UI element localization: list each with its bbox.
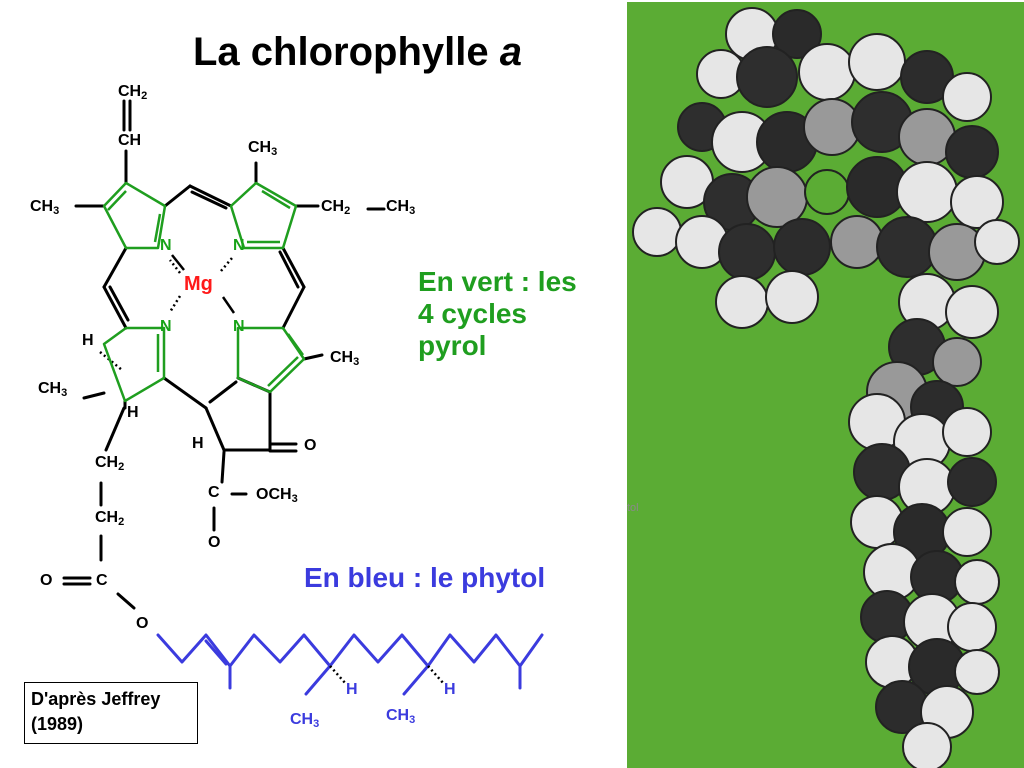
- title-text: La chlorophylle: [193, 30, 489, 74]
- label-ch3-ethyl: CH3: [386, 198, 416, 217]
- label-o-carbonyl: O: [40, 572, 53, 589]
- label-ch3-phytol2: CH3: [386, 707, 416, 726]
- label-n-ring1: N: [160, 237, 172, 254]
- label-ch3-ring3: CH3: [330, 349, 360, 368]
- label-h-phytol2: H: [444, 681, 456, 698]
- label-n-ring2: N: [233, 237, 245, 254]
- label-ch3-ring2: CH3: [248, 139, 278, 158]
- phytol-caption-fragment: tol: [627, 502, 639, 514]
- label-n-ring4: N: [160, 318, 172, 335]
- label-ch3-phytol1: CH3: [290, 711, 320, 730]
- label-ch2-chain2: CH2: [95, 509, 125, 528]
- label-ch3-ring4: CH3: [38, 380, 68, 399]
- title-italic-a: a: [499, 30, 522, 74]
- label-h-ring5: H: [192, 435, 204, 452]
- page-title: La chlorophylle a: [193, 30, 522, 75]
- label-ch2-vinyl-terminal: CH2: [118, 83, 148, 102]
- chlorophyll-structure-diagram: [62, 99, 544, 696]
- label-ch-vinyl: CH: [118, 132, 142, 149]
- label-mg: Mg: [184, 273, 213, 295]
- space-filling-model-drawing: [632, 7, 1020, 768]
- label-h-phytol1: H: [346, 681, 358, 698]
- space-filling-model-image: tol: [627, 2, 1024, 768]
- label-ch2-ethyl: CH2: [321, 198, 351, 217]
- label-o-link: O: [136, 615, 149, 632]
- label-o-ester: O: [208, 534, 221, 551]
- label-c-ester: C: [208, 484, 220, 501]
- label-och3: OCH3: [256, 486, 298, 505]
- label-h-ring4: H: [127, 404, 139, 421]
- label-ch2-chain1: CH2: [95, 454, 125, 473]
- label-c-carbonyl: C: [96, 572, 108, 589]
- citation-box: D'après Jeffrey (1989): [24, 682, 198, 744]
- note-green-pyrrole-rings: En vert : les 4 cycles pyrol: [418, 266, 577, 361]
- label-ch3-ring1: CH3: [30, 198, 60, 217]
- label-n-ring3: N: [233, 318, 245, 335]
- label-h-ring4-left: H: [82, 332, 94, 349]
- note-blue-phytol: En bleu : le phytol: [304, 562, 546, 593]
- label-o-keto: O: [304, 437, 317, 454]
